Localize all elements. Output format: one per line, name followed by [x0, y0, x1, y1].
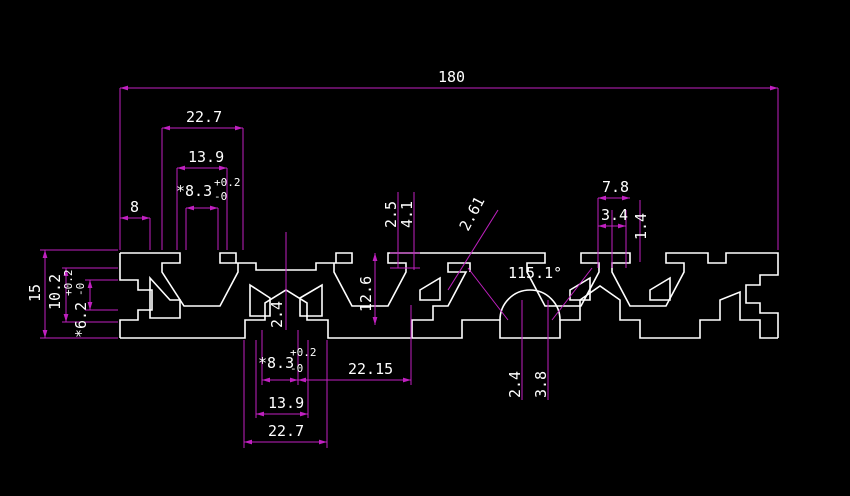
label-end-slot-tol-minus: -0 — [74, 283, 87, 296]
label-chamfer: 2.61 — [456, 194, 489, 234]
dimension-lines — [40, 85, 779, 448]
label-groove-depth-b: 3.8 — [532, 371, 550, 398]
dimension-labels: 180 22.7 13.9 *8.3 +0.2 -0 8 15 10.2 *6.… — [26, 68, 650, 440]
label-top-slot-inner: *8.3 — [176, 182, 212, 200]
label-slot-depth: 2.4 — [268, 301, 286, 328]
label-top-slot-outer: 22.7 — [186, 108, 222, 126]
label-lip-a: 2.5 — [382, 201, 400, 228]
label-bottom-slot-outer: 22.7 — [268, 422, 304, 440]
dim-line-chamfer — [447, 209, 499, 291]
label-edge-offset: 8 — [130, 198, 139, 216]
profile-cavity-5 — [569, 276, 591, 301]
label-slot-height: 12.6 — [357, 276, 375, 312]
label-bottom-offset: 22.15 — [348, 360, 393, 378]
label-end-slot-inner: *6.2 — [72, 302, 90, 338]
label-bottom-slot-mid: 13.9 — [268, 394, 304, 412]
label-top-slot-inner-tol-plus: +0.2 — [214, 176, 241, 189]
dim-line-angle-a — [467, 267, 509, 321]
label-end-slot-tol-plus: +0.2 — [62, 270, 75, 297]
label-small-lip: 1.4 — [632, 213, 650, 240]
label-groove-depth-a: 2.4 — [506, 371, 524, 398]
label-end-slot: 10.2 — [46, 274, 64, 310]
label-lip-b: 4.1 — [398, 201, 416, 228]
profile-top-edge — [120, 252, 779, 338]
label-top-slot-mid: 13.9 — [188, 148, 224, 166]
label-height: 15 — [26, 284, 44, 302]
label-bottom-tol-plus: +0.2 — [290, 346, 317, 359]
profile-round-groove — [499, 289, 561, 321]
label-bottom-slot-inner: *8.3 — [258, 354, 294, 372]
profile-bottom-edge — [119, 253, 778, 339]
dim-line-angle-b — [551, 267, 593, 321]
profile-cavity-2 — [249, 283, 271, 317]
profile-outline — [119, 252, 779, 339]
profile-cavity-3 — [299, 283, 323, 317]
label-top-slot-inner-tol-minus: -0 — [214, 190, 227, 203]
label-small-slot-inner: 3.4 — [601, 206, 628, 224]
label-angle: 115.1° — [508, 264, 562, 282]
profile-cavity-6 — [649, 276, 671, 301]
label-overall-width: 180 — [438, 68, 465, 86]
label-small-slot: 7.8 — [602, 178, 629, 196]
profile-cavity-1 — [149, 275, 181, 319]
profile-cavity-4 — [419, 276, 441, 301]
label-bottom-tol-minus: -0 — [290, 362, 303, 375]
